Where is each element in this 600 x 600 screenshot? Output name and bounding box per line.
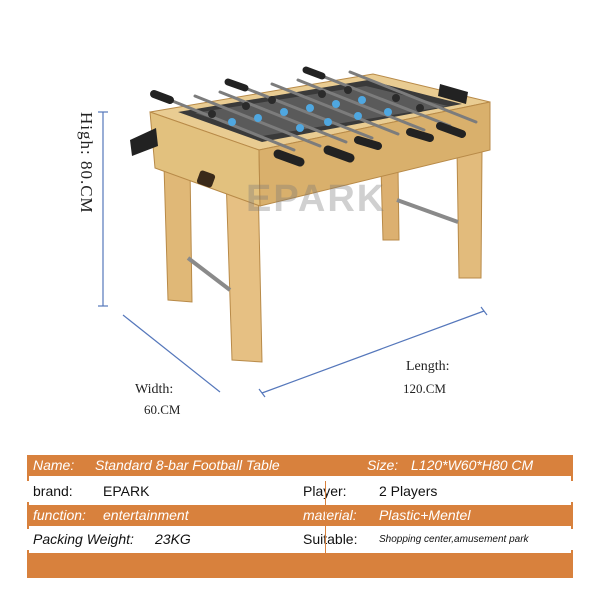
width-dimension-line [122, 314, 221, 393]
height-label: High: 80.CM [77, 112, 96, 214]
spec-row-blank [27, 553, 573, 578]
height-dimension-line [98, 111, 108, 307]
name-value: Standard 8-bar Football Table [95, 457, 280, 473]
width-label: Width: [135, 382, 174, 397]
function-label: function: [33, 507, 86, 523]
length-dimension-line [258, 306, 488, 398]
brand-label: brand: [33, 483, 73, 499]
name-label: Name: [33, 457, 75, 473]
length-label: Length: [406, 359, 450, 374]
table-legs [163, 149, 483, 363]
spec-row-brand: brand: EPARK Player: 2 Players [27, 481, 573, 502]
brand-value: EPARK [103, 483, 150, 499]
rods-and-players [150, 66, 478, 167]
width-value: 60.CM [144, 402, 181, 417]
packing-value: 23KG [155, 531, 191, 547]
suitable-value: Shopping center,amusement park [379, 534, 529, 545]
size-label: Size: [367, 457, 399, 473]
player-label: Player: [303, 483, 347, 499]
spec-row-name: Name: Standard 8-bar Football Table Size… [27, 455, 573, 476]
length-value: 120.CM [403, 381, 446, 396]
player-value: 2 Players [379, 483, 438, 499]
spec-table: Name: Standard 8-bar Football Table Size… [27, 455, 573, 578]
size-value: L120*W60*H80 CM [411, 457, 534, 473]
function-value: entertainment [103, 507, 189, 523]
packing-label: Packing Weight: [33, 531, 134, 547]
material-label: material: [303, 507, 357, 523]
suitable-label: Suitable: [303, 531, 358, 547]
spec-row-function: function: entertainment material: Plasti… [27, 505, 573, 526]
product-illustration [98, 66, 491, 398]
material-value: Plastic+Mentel [379, 507, 471, 523]
spec-row-packing: Packing Weight: 23KG Suitable: Shopping … [27, 529, 573, 550]
watermark-logo: EPARK [246, 178, 387, 220]
column-divider [325, 481, 326, 577]
